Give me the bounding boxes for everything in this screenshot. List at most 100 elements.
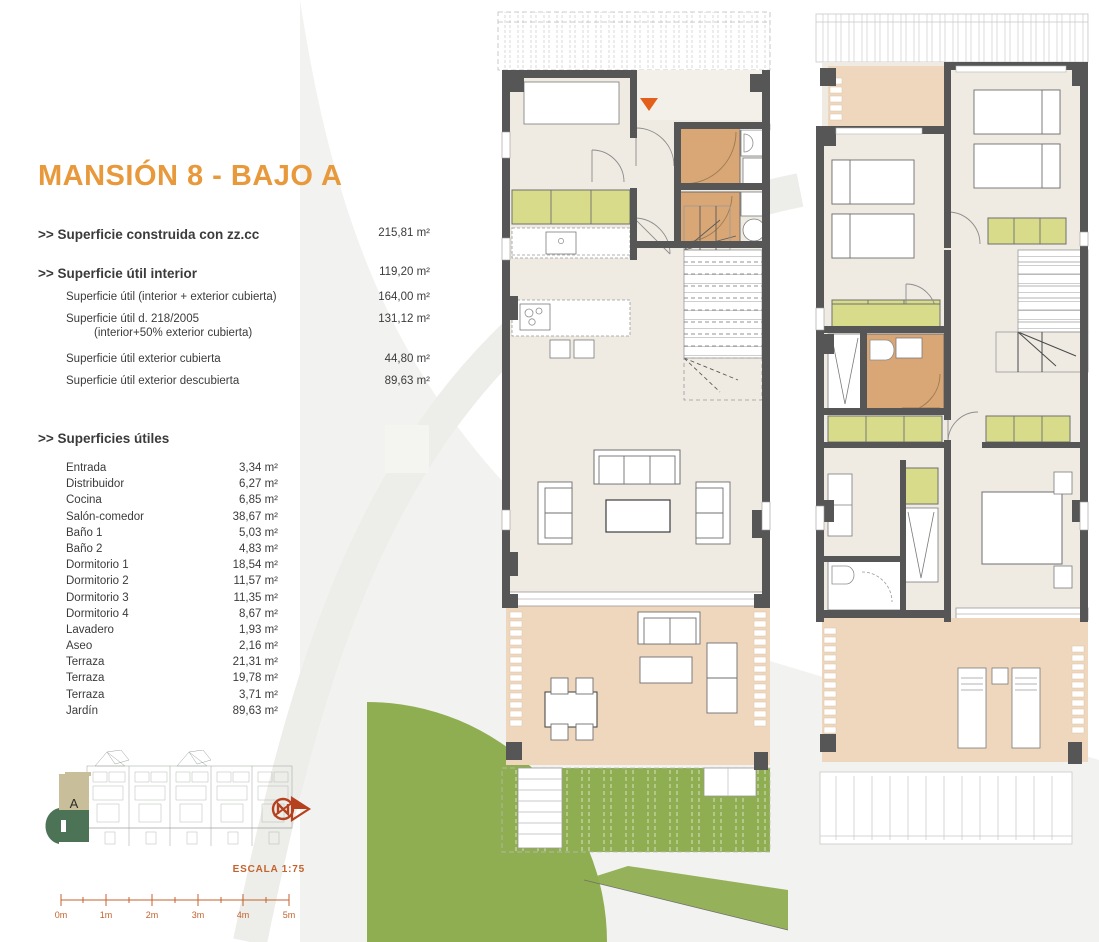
list-item: Dormitorio 4 8,67 m² — [38, 608, 468, 624]
scale-tick-1: 1m — [100, 910, 113, 920]
room-name: Dormitorio 4 — [66, 607, 129, 620]
north-arrow-icon — [268, 792, 314, 828]
list-item: Aseo 2,16 m² — [38, 640, 468, 656]
summary-row-interior-usable: >> Superficie útil interior 119,20 m² — [38, 266, 468, 281]
room-name: Salón-comedor — [66, 510, 144, 523]
scale-tick-3: 3m — [192, 910, 205, 920]
room-name: Distribuidor — [66, 478, 125, 491]
list-item: Baño 2 4,83 m² — [38, 543, 468, 559]
list-item: Baño 1 5,03 m² — [38, 527, 468, 543]
room-area: 4,83 m² — [239, 542, 278, 555]
list-item: Dormitorio 3 11,35 m² — [38, 592, 468, 608]
scale-tick-5: 5m — [283, 910, 295, 920]
room-name: Aseo — [66, 640, 93, 653]
rooms-list: Entrada 3,34 m² Distribuidor 6,27 m² Coc… — [38, 462, 468, 721]
usable-decree-note: (interior+50% exterior cubierta) — [94, 327, 253, 339]
usable-decree-value: 131,12 m² — [378, 313, 430, 325]
ext-covered-label: Superficie útil exterior cubierta — [66, 353, 221, 365]
upper-roof-pergola — [815, 13, 1089, 63]
room-area: 5,03 m² — [239, 526, 278, 539]
room-bedroom-lower — [510, 72, 634, 192]
summary-row-ext-uncovered: Superficie útil exterior descubierta 89,… — [38, 375, 468, 387]
keyplan-diagram: A — [45, 750, 305, 860]
room-bathroom-upper — [827, 303, 945, 413]
page-title: MANSIÓN 8 - BAJO A — [38, 160, 343, 192]
info-panel: MANSIÓN 8 - BAJO A >> Superficie constru… — [38, 160, 468, 721]
windows-upper — [815, 65, 1089, 531]
room-master-bedroom — [955, 448, 1089, 622]
list-item: Terraza 21,31 m² — [38, 656, 468, 672]
room-name: Baño 2 — [66, 542, 103, 555]
room-area: 1,93 m² — [239, 623, 278, 636]
built-area-value: 215,81 m² — [378, 227, 430, 239]
room-area: 8,67 m² — [239, 607, 278, 620]
list-item: Lavadero 1,93 m² — [38, 624, 468, 640]
living-room-furniture — [537, 449, 731, 545]
room-name: Dormitorio 2 — [66, 575, 129, 588]
terrace-ground — [506, 591, 770, 765]
scale-tick-2: 2m — [146, 910, 159, 920]
built-area-label: >> Superficie construida con zz.cc — [38, 227, 260, 242]
interior-usable-value: 119,20 m² — [379, 266, 430, 278]
staircase-upper — [995, 249, 1089, 373]
windows-ground — [501, 131, 771, 531]
room-name: Terraza — [66, 656, 105, 669]
balcony-upper-left — [828, 66, 944, 126]
room-area: 3,71 m² — [239, 688, 278, 701]
ext-uncovered-value: 89,63 m² — [384, 375, 430, 387]
list-item: Distribuidor 6,27 m² — [38, 478, 468, 494]
room-area: 89,63 m² — [232, 704, 278, 717]
room-name: Dormitorio 1 — [66, 559, 129, 572]
rooms-section-title: >> Superficies útiles — [38, 431, 170, 446]
room-name: Cocina — [66, 494, 102, 507]
keyplan-unit-label: A — [70, 796, 79, 811]
room-bedroom-1 — [947, 62, 1088, 245]
ext-uncovered-label: Superficie útil exterior descubierta — [66, 375, 240, 387]
list-item: Dormitorio 2 11,57 m² — [38, 575, 468, 591]
room-name: Terraza — [66, 672, 105, 685]
list-item: Dormitorio 1 18,54 m² — [38, 559, 468, 575]
room-area: 11,57 m² — [233, 575, 278, 588]
lower-canopy-upper — [819, 771, 1073, 845]
list-item: Entrada 3,34 m² — [38, 462, 468, 478]
room-name: Entrada — [66, 462, 107, 474]
interior-usable-label: >> Superficie útil interior — [38, 266, 198, 281]
scale-bar: 0m 1m 2m 3m 4m 5m — [55, 894, 295, 920]
entry-marker-icon — [640, 98, 658, 111]
room-area: 38,67 m² — [232, 510, 278, 523]
ext-covered-value: 44,80 m² — [384, 353, 430, 365]
list-item: Cocina 6,85 m² — [38, 494, 468, 510]
room-name: Terraza — [66, 688, 105, 701]
carport-pergola — [497, 11, 771, 71]
room-area: 19,78 m² — [232, 672, 278, 685]
list-item: Salón-comedor 38,67 m² — [38, 511, 468, 527]
room-area: 6,85 m² — [239, 494, 278, 507]
room-name: Jardín — [66, 704, 98, 717]
usable-int-ext-label: Superficie útil (interior + exterior cub… — [66, 291, 277, 303]
usable-decree-label: Superficie útil d. 218/2005 — [66, 313, 199, 325]
room-area: 18,54 m² — [232, 559, 278, 572]
list-item: Jardín 89,63 m² — [38, 705, 468, 721]
room-area: 6,27 m² — [239, 478, 278, 491]
room-area: 21,31 m² — [232, 656, 278, 669]
room-name: Dormitorio 3 — [66, 591, 129, 604]
room-bedroom-3 — [827, 448, 944, 611]
room-area: 2,16 m² — [239, 640, 278, 653]
room-kitchen — [511, 189, 631, 359]
room-name: Lavadero — [66, 623, 114, 636]
summary-row-ext-covered: Superficie útil exterior cubierta 44,80 … — [38, 353, 468, 365]
room-area: 11,35 m² — [233, 591, 278, 604]
walls-ground — [502, 70, 770, 770]
room-area: 3,34 m² — [239, 462, 278, 474]
scale-tick-4: 4m — [237, 910, 250, 920]
list-item: Terraza 3,71 m² — [38, 689, 468, 705]
summary-row-usable-decree: Superficie útil d. 218/2005 131,12 m² — [38, 313, 468, 325]
room-name: Baño 1 — [66, 526, 103, 539]
terrace-upper — [822, 618, 1088, 762]
summary-row-usable-int-ext: Superficie útil (interior + exterior cub… — [38, 291, 468, 303]
garden-ground — [501, 767, 771, 853]
room-bathroom-1 — [679, 123, 771, 187]
scale-label: ESCALA 1:75 — [232, 864, 305, 875]
scale-tick-0: 0m — [55, 910, 67, 920]
summary-row-built-area: >> Superficie construida con zz.cc 215,8… — [38, 227, 468, 242]
